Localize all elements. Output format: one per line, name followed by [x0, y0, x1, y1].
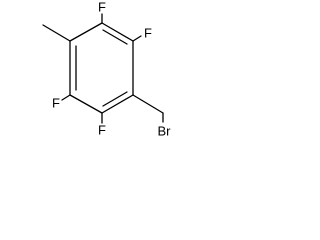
- bond-to-methyl: [42, 24, 71, 42]
- atom-label-f-right: F: [144, 26, 152, 41]
- atom-label-br: Br: [158, 124, 172, 139]
- ring-bond-c2-c3: [101, 22, 134, 42]
- bond-to-f-left: [61, 94, 71, 101]
- ring-double-bond-c2-c3: [102, 29, 128, 45]
- atom-label-f-top: F: [98, 0, 106, 15]
- ring-bond-c5-c6: [69, 94, 103, 114]
- bond-to-f-right: [132, 35, 142, 42]
- ring-double-bond-c4-c5: [102, 91, 128, 107]
- atom-label-f-left: F: [52, 96, 60, 111]
- bond-to-ch2: [132, 94, 164, 114]
- atom-label-f-bottom: F: [98, 123, 106, 138]
- chemical-structure: F F F F Br: [42, 0, 172, 139]
- ring-bond-c1-c2: [69, 22, 103, 42]
- ring-bond-c4-c5: [101, 94, 134, 114]
